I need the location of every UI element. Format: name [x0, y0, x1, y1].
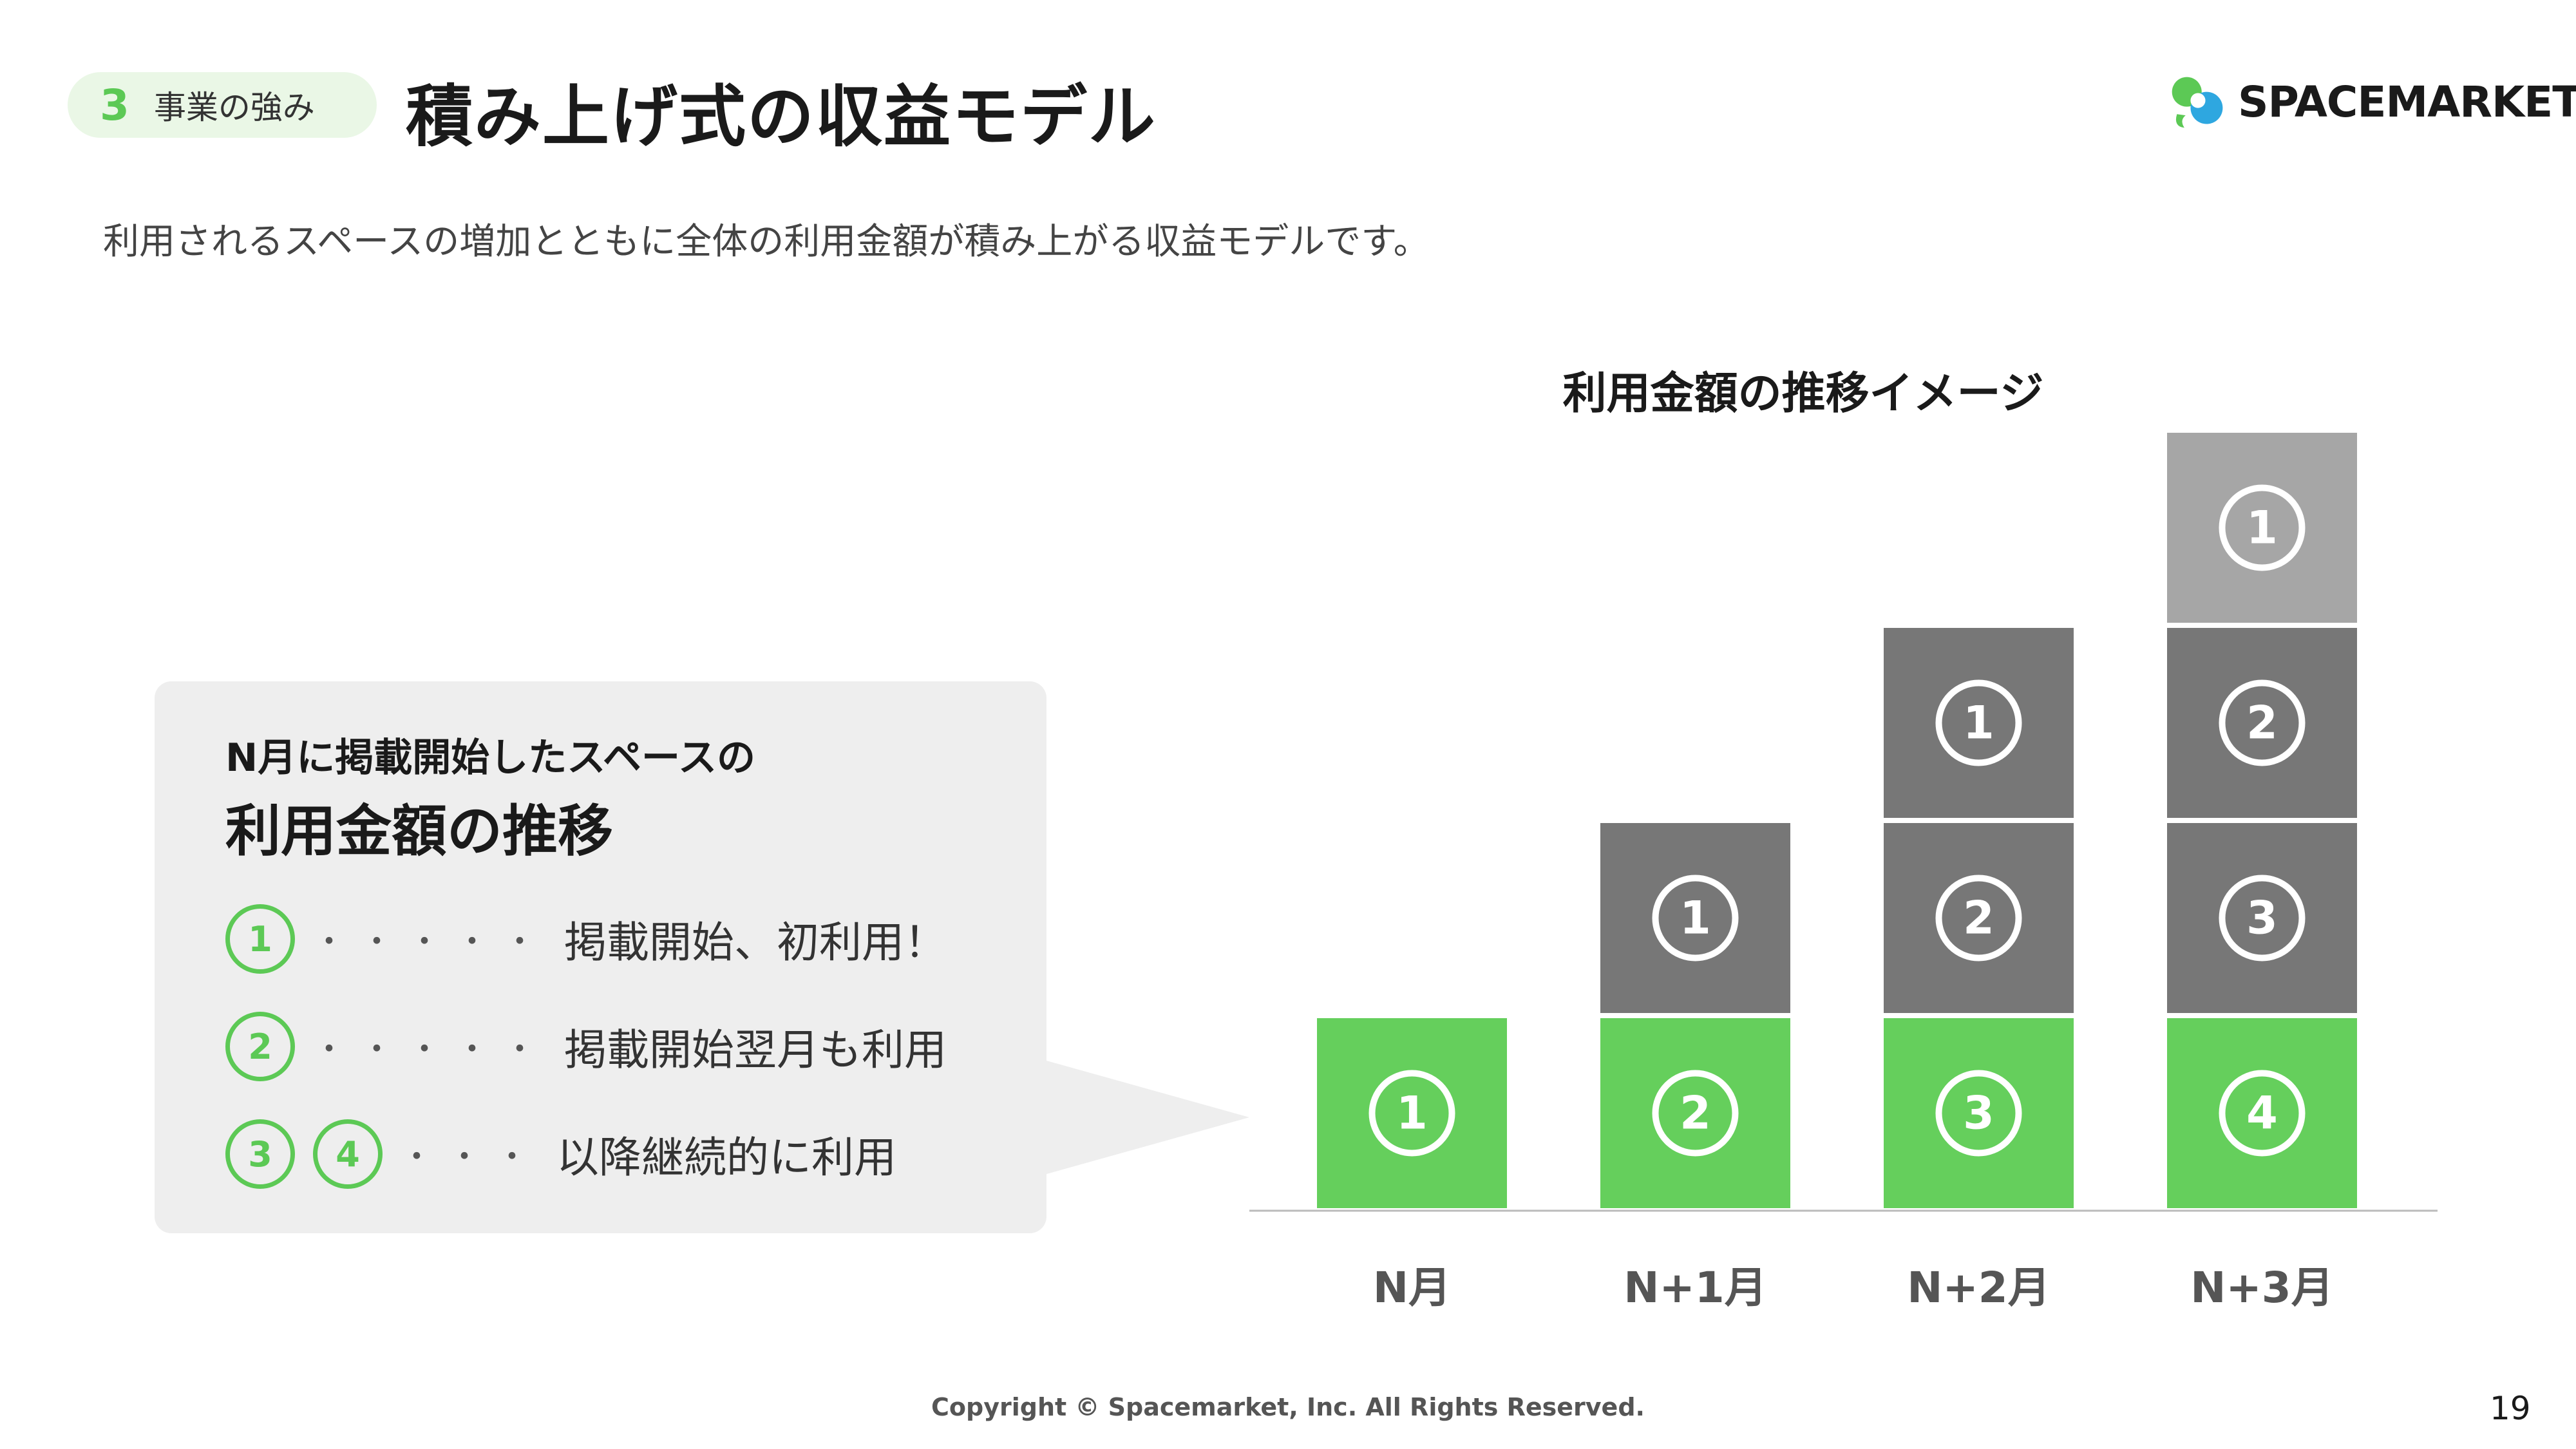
x-tick-label: N+3月: [2190, 1263, 2333, 1312]
legend-marker: 1: [225, 904, 295, 974]
segment-marker-circle: [1935, 875, 2022, 961]
logo: SPACEMARKET: [2167, 71, 2576, 133]
segment-marker-circle: [1935, 1070, 2022, 1157]
legend-marker: 4: [313, 1119, 383, 1189]
legend-dots: ・・・: [401, 1138, 544, 1175]
legend-marker: 3: [225, 1119, 295, 1189]
callout-tail: [1030, 1056, 1249, 1179]
legend-marker: 2: [225, 1012, 295, 1081]
spacemarket-logo-icon: [2172, 77, 2223, 128]
bar-segment: [1317, 1018, 1507, 1208]
legend-row-continued: 3 4 ・・・ 以降継続的に利用: [225, 1115, 896, 1193]
chart-title: 利用金額の推移イメージ: [1562, 368, 2044, 419]
section-number: 3: [100, 80, 129, 130]
x-tick-label: N月: [1373, 1263, 1451, 1312]
legend-dots: ・・・・・: [313, 923, 551, 960]
segment-label: 3: [1963, 1087, 1994, 1140]
legend-row-first-use: 1 ・・・・・ 掲載開始、初利用！: [225, 900, 947, 978]
segment-marker-circle: [2219, 1070, 2306, 1157]
segment-label: 1: [2246, 502, 2278, 554]
segment-label: 4: [2246, 1087, 2278, 1140]
section-pill: 3 事業の強み: [68, 72, 377, 138]
x-tick-label: N+2月: [1907, 1263, 2050, 1312]
bar-segment: [2167, 1018, 2357, 1208]
segment-marker-circle: [1935, 679, 2022, 766]
legend-text: 以降継続的に利用: [556, 1133, 896, 1182]
segment-label: 1: [1396, 1087, 1428, 1140]
segment-marker-circle: [2219, 679, 2306, 766]
bar-segment: [1884, 628, 2074, 818]
bar-segment: [2167, 433, 2357, 623]
segment-label: 2: [1963, 892, 1994, 945]
bar-segment: [1884, 1018, 2074, 1208]
callout-bubble: [155, 681, 1046, 1233]
bar-segment: [2167, 823, 2357, 1013]
page-subtitle: 利用されるスペースの増加とともに全体の利用金額が積み上がる収益モデルです。: [103, 221, 1430, 263]
segment-label: 2: [1680, 1087, 1711, 1140]
segment-marker-circle: [2219, 875, 2306, 961]
x-tick-label: N+1月: [1624, 1263, 1766, 1312]
page-title: 積み上げ式の収益モデル: [406, 77, 1157, 156]
callout-heading-line2: 利用金額の推移: [225, 799, 613, 864]
legend-dots: ・・・・・: [313, 1030, 551, 1068]
callout-heading-line1: N月に掲載開始したスペースの: [225, 735, 756, 781]
section-label: 事業の強み: [153, 89, 315, 126]
logo-text: SPACEMARKET: [2238, 77, 2576, 127]
segment-marker-circle: [1652, 875, 1739, 961]
bar-segment: [1600, 823, 1790, 1013]
segment-label: 2: [2246, 697, 2278, 750]
bar-segment: [1600, 1018, 1790, 1208]
page-number: 19: [2490, 1390, 2531, 1427]
copyright: Copyright © Spacemarket, Inc. All Rights…: [931, 1393, 1645, 1421]
segment-label: 1: [1963, 697, 1994, 750]
segment-marker-circle: [1368, 1070, 1455, 1157]
bar-segment: [2167, 628, 2357, 818]
legend-text: 掲載開始、初利用！: [564, 918, 947, 967]
legend-text: 掲載開始翌月も利用: [564, 1025, 947, 1075]
bar-segment: [1884, 823, 2074, 1013]
segment-marker-circle: [2219, 484, 2306, 571]
legend-row-next-month: 2 ・・・・・ 掲載開始翌月も利用: [225, 1008, 947, 1085]
segment-label: 3: [2246, 892, 2278, 945]
segment-marker-circle: [1652, 1070, 1739, 1157]
segment-label: 1: [1680, 892, 1711, 945]
